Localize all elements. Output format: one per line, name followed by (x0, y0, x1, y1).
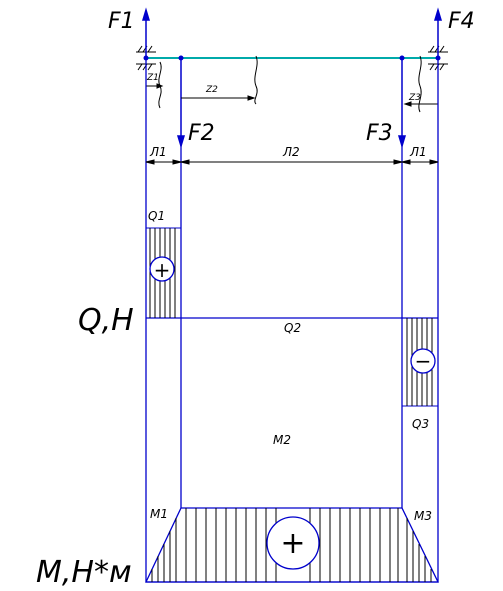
plus-sign-q1: + (149, 256, 175, 282)
svg-text:+: + (154, 258, 171, 282)
minus-sign-q3: − (410, 348, 436, 374)
label-f2: F2 (188, 121, 215, 146)
label-m1: M1 (150, 507, 168, 521)
force-f2-arrow (176, 58, 186, 149)
label-z3: Z3 (408, 93, 421, 103)
moment-diagram (144, 507, 440, 583)
moment-axis-label: M,H*м (36, 555, 132, 590)
z-arrows (146, 83, 438, 107)
dimension-line (145, 159, 439, 165)
force-f4-arrow (433, 7, 443, 58)
label-q1: Q1 (148, 209, 165, 223)
label-f1: F1 (108, 9, 135, 34)
label-m2: M2 (273, 433, 291, 447)
label-length-middle: Л2 (282, 145, 300, 159)
label-length-right: Л1 (409, 145, 427, 159)
label-length-left: Л1 (149, 145, 167, 159)
label-q2: Q2 (284, 321, 301, 335)
label-m3: M3 (414, 509, 432, 523)
svg-text:+: + (280, 526, 305, 561)
force-f3-arrow (397, 58, 407, 149)
label-f4: F4 (448, 9, 475, 34)
plus-sign-moment: + (266, 516, 320, 570)
label-z2: Z2 (205, 85, 218, 95)
force-f1-arrow (141, 7, 151, 58)
section-cuts (158, 55, 422, 113)
label-q3: Q3 (412, 417, 429, 431)
label-z1: Z1 (146, 73, 159, 83)
shear-axis-label: Q,H (78, 303, 134, 338)
svg-text:−: − (415, 349, 432, 373)
label-f3: F3 (366, 121, 393, 146)
